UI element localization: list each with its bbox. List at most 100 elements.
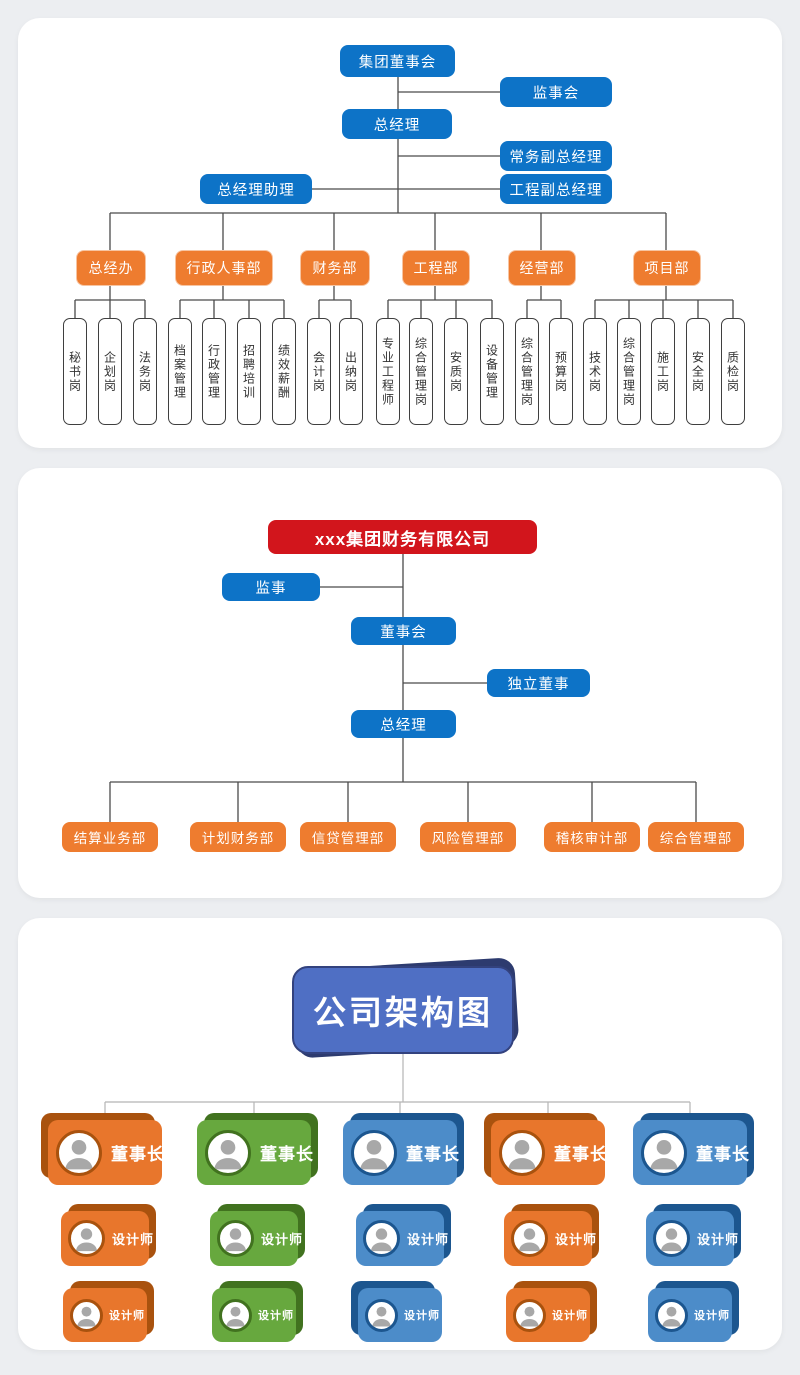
person-icon xyxy=(226,1306,245,1327)
avatar xyxy=(655,1298,688,1332)
position-label: 安全岗 xyxy=(690,350,705,393)
person-card-label: 董事长 xyxy=(406,1145,460,1164)
position-label: 档案管理 xyxy=(172,343,187,400)
position-box: 施工岗 xyxy=(651,318,675,425)
person-icon xyxy=(372,1306,391,1327)
avatar xyxy=(641,1129,687,1176)
avatar xyxy=(205,1129,251,1176)
person-card-label: 设计师 xyxy=(404,1310,440,1322)
avatar xyxy=(499,1129,545,1176)
node-gm-assistant: 总经理助理 xyxy=(200,174,312,204)
person-card: 设计师 xyxy=(648,1281,739,1342)
position-box: 行政管理 xyxy=(202,318,226,425)
person-icon xyxy=(65,1139,93,1169)
avatar xyxy=(513,1298,546,1332)
person-card-label: 设计师 xyxy=(109,1310,145,1322)
node-independent-director: 独立董事 xyxy=(487,669,590,697)
person-icon xyxy=(508,1139,536,1169)
avatar xyxy=(653,1220,690,1257)
dept-node: 综合管理部 xyxy=(648,822,744,852)
position-label: 综合管理岗 xyxy=(621,336,636,407)
person-icon xyxy=(660,1228,683,1252)
position-label: 行政管理 xyxy=(206,343,221,400)
position-box: 技术岗 xyxy=(583,318,607,425)
person-icon xyxy=(224,1228,247,1252)
person-card: 董事长 xyxy=(343,1113,464,1185)
person-icon xyxy=(518,1228,541,1252)
node-supervisory-board: 监事会 xyxy=(500,77,612,107)
person-card: 设计师 xyxy=(646,1204,741,1266)
position-label: 预算岗 xyxy=(553,350,568,393)
position-box: 档案管理 xyxy=(168,318,192,425)
node-executive-deputy-gm: 常务副总经理 xyxy=(500,141,612,171)
position-box: 综合管理岗 xyxy=(409,318,433,425)
person-icon xyxy=(370,1228,393,1252)
chart3-title-block: 公司架构图 xyxy=(292,957,520,1059)
dept-node: 风险管理部 xyxy=(420,822,516,852)
avatar xyxy=(351,1129,397,1176)
position-label: 设备管理 xyxy=(484,343,499,400)
position-box: 绩效薪酬 xyxy=(272,318,296,425)
position-box: 法务岗 xyxy=(133,318,157,425)
avatar xyxy=(365,1298,398,1332)
org-chart-card-3: 公司架构图 董事长 设计师 设计师 董事长 设计师 设计师 董事长 设计师 设计… xyxy=(18,918,782,1350)
position-box: 安全岗 xyxy=(686,318,710,425)
position-box: 招聘培训 xyxy=(237,318,261,425)
person-card: 设计师 xyxy=(212,1281,303,1342)
dept-node: 结算业务部 xyxy=(62,822,158,852)
position-label: 质检岗 xyxy=(725,350,740,393)
position-label: 综合管理岗 xyxy=(413,336,428,407)
person-card-label: 设计师 xyxy=(697,1232,740,1247)
person-icon xyxy=(662,1306,681,1327)
person-icon xyxy=(77,1306,96,1327)
person-card-label: 董事长 xyxy=(260,1145,314,1164)
person-card: 设计师 xyxy=(356,1204,451,1266)
person-card-label: 设计师 xyxy=(407,1232,450,1247)
position-box: 综合管理岗 xyxy=(515,318,539,425)
person-icon xyxy=(214,1139,242,1169)
person-card: 董事长 xyxy=(41,1113,164,1185)
position-box: 设备管理 xyxy=(480,318,504,425)
person-card-label: 董事长 xyxy=(696,1145,750,1164)
node-engineering-deputy-gm: 工程副总经理 xyxy=(500,174,612,204)
person-card-label: 设计师 xyxy=(694,1310,730,1322)
avatar xyxy=(56,1129,102,1176)
person-card: 设计师 xyxy=(210,1204,305,1266)
person-card-label: 设计师 xyxy=(261,1232,304,1247)
person-card-label: 设计师 xyxy=(258,1310,294,1322)
person-card: 设计师 xyxy=(506,1281,597,1342)
person-card-label: 设计师 xyxy=(555,1232,598,1247)
avatar xyxy=(217,1220,254,1257)
position-label: 会计岗 xyxy=(311,350,326,393)
position-label: 技术岗 xyxy=(587,350,602,393)
avatar xyxy=(70,1298,103,1332)
person-card: 董事长 xyxy=(197,1113,318,1185)
node-general-manager: 总经理 xyxy=(351,710,456,738)
node-company: xxx集团财务有限公司 xyxy=(268,520,537,554)
org-chart-card-1: 集团董事会 监事会 总经理 常务副总经理 总经理助理 工程副总经理 总经办 行政… xyxy=(18,18,782,448)
position-label: 招聘培训 xyxy=(241,343,256,400)
dept-node: 行政人事部 xyxy=(175,250,273,286)
position-box: 质检岗 xyxy=(721,318,745,425)
node-board: 董事会 xyxy=(351,617,456,645)
avatar xyxy=(219,1298,252,1332)
position-label: 出纳岗 xyxy=(343,350,358,393)
position-label: 施工岗 xyxy=(655,350,670,393)
org-chart-card-2: xxx集团财务有限公司 监事 董事会 独立董事 总经理 结算业务部 计划财务部 … xyxy=(18,468,782,898)
position-box: 会计岗 xyxy=(307,318,331,425)
person-card-label: 设计师 xyxy=(112,1232,155,1247)
position-box: 预算岗 xyxy=(549,318,573,425)
dept-node: 总经办 xyxy=(76,250,146,286)
position-box: 出纳岗 xyxy=(339,318,363,425)
person-card: 董事长 xyxy=(633,1113,754,1185)
position-box: 专业工程师 xyxy=(376,318,400,425)
position-label: 企划岗 xyxy=(102,350,117,393)
position-box: 综合管理岗 xyxy=(617,318,641,425)
dept-node: 计划财务部 xyxy=(190,822,286,852)
person-icon xyxy=(650,1139,678,1169)
person-card: 设计师 xyxy=(63,1281,154,1342)
person-card: 设计师 xyxy=(504,1204,599,1266)
position-label: 综合管理岗 xyxy=(519,336,534,407)
person-icon xyxy=(75,1228,98,1252)
person-icon xyxy=(520,1306,539,1327)
